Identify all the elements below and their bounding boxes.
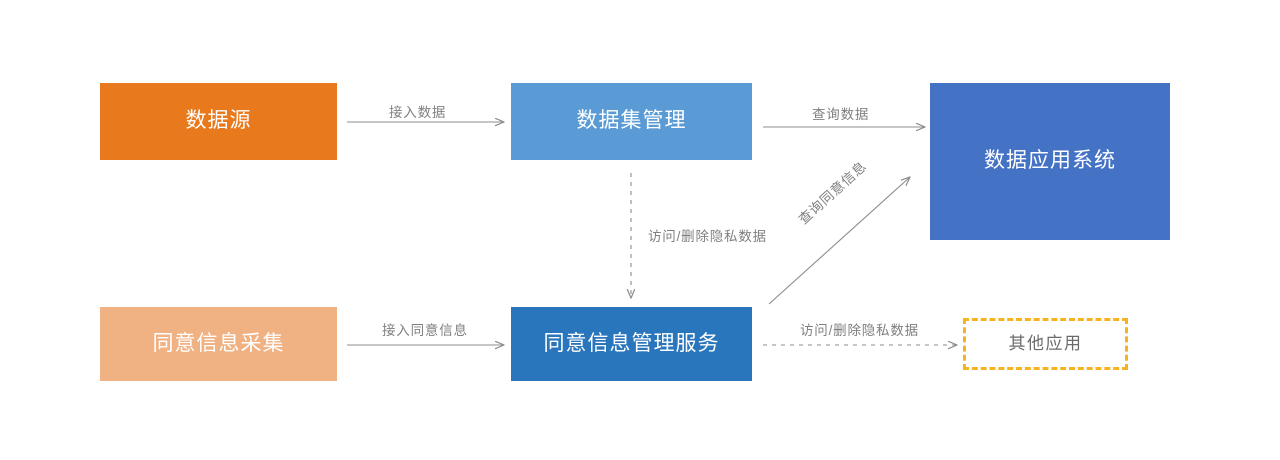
- edge-label-access-delete-private-horizontal: 访问/删除隐私数据: [800, 323, 919, 338]
- node-consent-management-service[interactable]: 同意信息管理服务: [511, 307, 752, 381]
- node-data-application-system[interactable]: 数据应用系统: [930, 83, 1170, 240]
- node-other-applications-label: 其他应用: [1008, 334, 1083, 354]
- node-data-source[interactable]: 数据源: [100, 83, 337, 160]
- node-consent-management-service-label: 同意信息管理服务: [543, 331, 720, 355]
- node-dataset-management-label: 数据集管理: [576, 109, 687, 133]
- node-data-source-label: 数据源: [185, 109, 252, 133]
- node-other-applications[interactable]: 其他应用: [963, 318, 1128, 370]
- edge-label-query-data: 查询数据: [812, 107, 870, 122]
- node-data-application-system-label: 数据应用系统: [984, 149, 1116, 173]
- edge-label-access-delete-private-vertical: 访问/删除隐私数据: [648, 229, 767, 244]
- node-dataset-management[interactable]: 数据集管理: [511, 83, 752, 160]
- node-consent-collection-label: 同意信息采集: [152, 331, 285, 355]
- edge-label-ingest-data: 接入数据: [389, 105, 447, 120]
- edge-label-query-consent-info: 查询同意信息: [795, 158, 870, 228]
- edge-label-ingest-consent-info: 接入同意信息: [382, 323, 468, 338]
- node-consent-collection[interactable]: 同意信息采集: [100, 307, 337, 381]
